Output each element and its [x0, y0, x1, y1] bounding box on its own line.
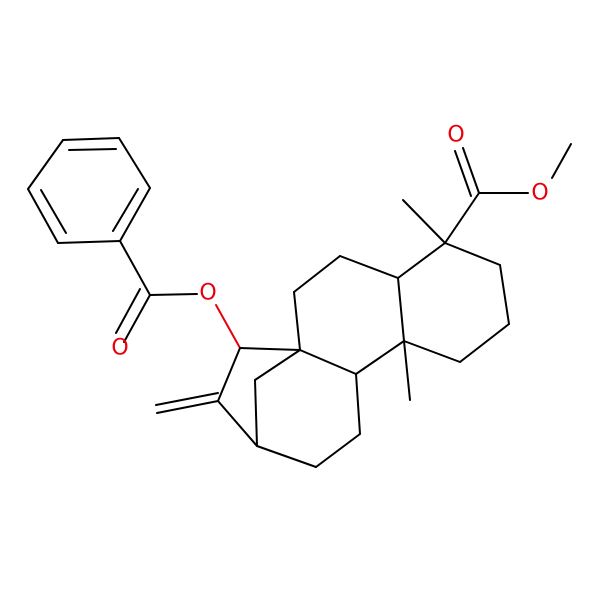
ester-carbonyl-oxygen-label: O [447, 123, 464, 148]
benzoate-ester [115, 240, 241, 349]
benzoate-ether-oxygen-label: O [199, 281, 216, 306]
substituents [155, 199, 446, 414]
methyl-ester [444, 143, 572, 244]
ester-methoxy-oxygen-label: O [531, 181, 548, 206]
benzoate-carbonyl-oxygen-label: O [111, 336, 128, 361]
oxygen-labels: O O O O [111, 123, 548, 361]
ring-framework [217, 242, 510, 468]
phenyl-ring [27, 137, 151, 244]
